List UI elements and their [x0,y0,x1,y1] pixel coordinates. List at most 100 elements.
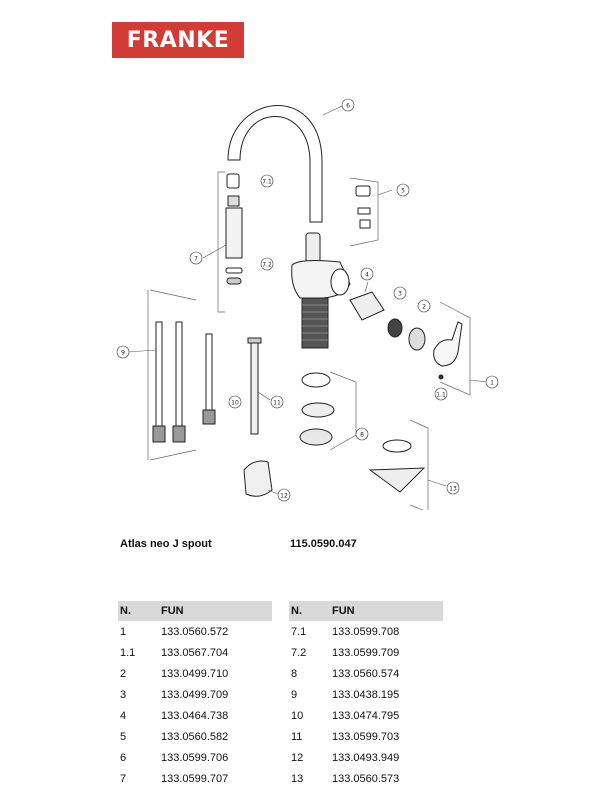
callout-4: 4 [360,267,374,281]
cartridge [349,291,385,321]
part-number: 12 [291,751,304,764]
part-number: 10 [291,709,304,722]
callout-1: 1 [485,375,499,389]
table-row: 7.2 133.0599.709 [289,642,443,663]
header-fun: FUN [332,605,355,617]
svg-text:7.1: 7.1 [262,179,272,186]
parts-column-right: N. FUN 7.1 133.0599.708 7.2 133.0599.709 8… [289,601,443,789]
spout-part [227,105,323,223]
fun-code: 133.0560.582 [161,730,229,743]
part-number: 13 [291,772,304,785]
part-number: 9 [291,688,298,701]
callout-7-2: 7.2 [260,257,274,271]
header-n: N. [120,605,131,617]
washer-mid [301,402,335,418]
callout-7: 7 [189,251,203,265]
fun-code: 133.0599.707 [161,772,229,785]
callout-9: 9 [116,345,130,359]
aerator-nozzle [227,195,240,207]
part-number: 2 [120,667,127,680]
table-row: 8 133.0560.574 [289,663,443,684]
handle-lever [433,321,463,367]
svg-text:1.1: 1.1 [436,392,446,399]
part-number: 7 [120,772,127,785]
table-row: 11 133.0599.703 [289,726,443,747]
exploded-parts-diagram: 1 1.1 2 3 4 5 6 7 7.1 7.2 8 9 10 11 12 1… [116,98,499,510]
aerator-ring [225,267,243,274]
table-row: 9 133.0438.195 [289,684,443,705]
svg-text:13: 13 [449,486,457,493]
svg-text:1: 1 [490,380,494,387]
table-header: N. FUN [289,601,443,621]
fun-code: 133.0567.704 [161,646,229,659]
table-row: 1.1 133.0567.704 [118,642,272,663]
part-number: 3 [120,688,127,701]
part-number: 5 [120,730,127,743]
svg-text:3: 3 [398,291,402,298]
table-row: 7.1 133.0599.708 [289,621,443,642]
hose-right [175,321,183,431]
header-fun: FUN [161,605,184,617]
fun-code: 133.0560.573 [332,772,400,785]
table-row: 5 133.0560.582 [118,726,272,747]
product-code: 115.0590.047 [290,538,357,550]
fixing-nut [243,460,273,497]
callout-8: 8 [355,427,369,441]
table-row: 13 133.0560.573 [289,768,443,789]
callout-2: 2 [417,299,431,313]
fun-code: 133.0464.738 [161,709,229,722]
part-number: 1.1 [120,646,136,659]
fun-code: 133.0560.574 [332,667,400,680]
aerator-body [225,207,243,259]
svg-text:12: 12 [280,493,288,500]
threaded-rod [250,341,259,435]
table-row: 7 133.0599.707 [118,768,272,789]
table-row: 10 133.0474.795 [289,705,443,726]
fun-code: 133.0499.710 [161,667,229,680]
fun-code: 133.0499.709 [161,688,229,701]
svg-text:4: 4 [365,272,369,279]
spout-stem [305,232,321,264]
part-number: 8 [291,667,298,680]
base-washer [382,439,412,453]
cartridge-cap [355,185,371,197]
threaded-shank [301,297,329,349]
svg-text:7: 7 [194,256,198,263]
table-header: N. FUN [118,601,272,621]
callout-12: 12 [277,488,291,502]
hose-short [205,333,213,415]
fun-code: 133.0599.706 [161,751,229,764]
header-n: N. [291,605,302,617]
aerator-cap [226,173,240,189]
hose-left [155,321,163,431]
svg-text:9: 9 [121,350,125,357]
fun-code: 133.0599.709 [332,646,400,659]
svg-text:7.2: 7.2 [262,262,272,269]
callout-11: 11 [270,395,284,409]
part-number: 6 [120,751,127,764]
svg-text:2: 2 [422,304,426,311]
cover-ring [408,327,426,351]
part-number: 7.2 [291,646,307,659]
franke-logo: FRANKE [112,22,244,58]
callout-6: 6 [341,98,355,112]
table-row: 12 133.0493.949 [289,747,443,768]
ring-nut [387,318,403,338]
fun-code: 133.0493.949 [332,751,400,764]
fun-code: 133.0474.795 [332,709,400,722]
svg-text:10: 10 [231,400,239,407]
part-number: 11 [291,730,303,743]
table-row: 2 133.0499.710 [118,663,272,684]
aerator-seal [226,277,242,285]
part-number: 7.1 [291,625,307,638]
washer-top [301,372,331,388]
fun-code: 133.0438.195 [332,688,400,701]
fun-code: 133.0599.708 [332,625,400,638]
fun-code: 133.0599.703 [332,730,400,743]
svg-text:5: 5 [401,188,405,195]
svg-text:11: 11 [273,400,281,407]
callout-7-1: 7.1 [260,174,274,188]
table-row: 3 133.0499.709 [118,684,272,705]
